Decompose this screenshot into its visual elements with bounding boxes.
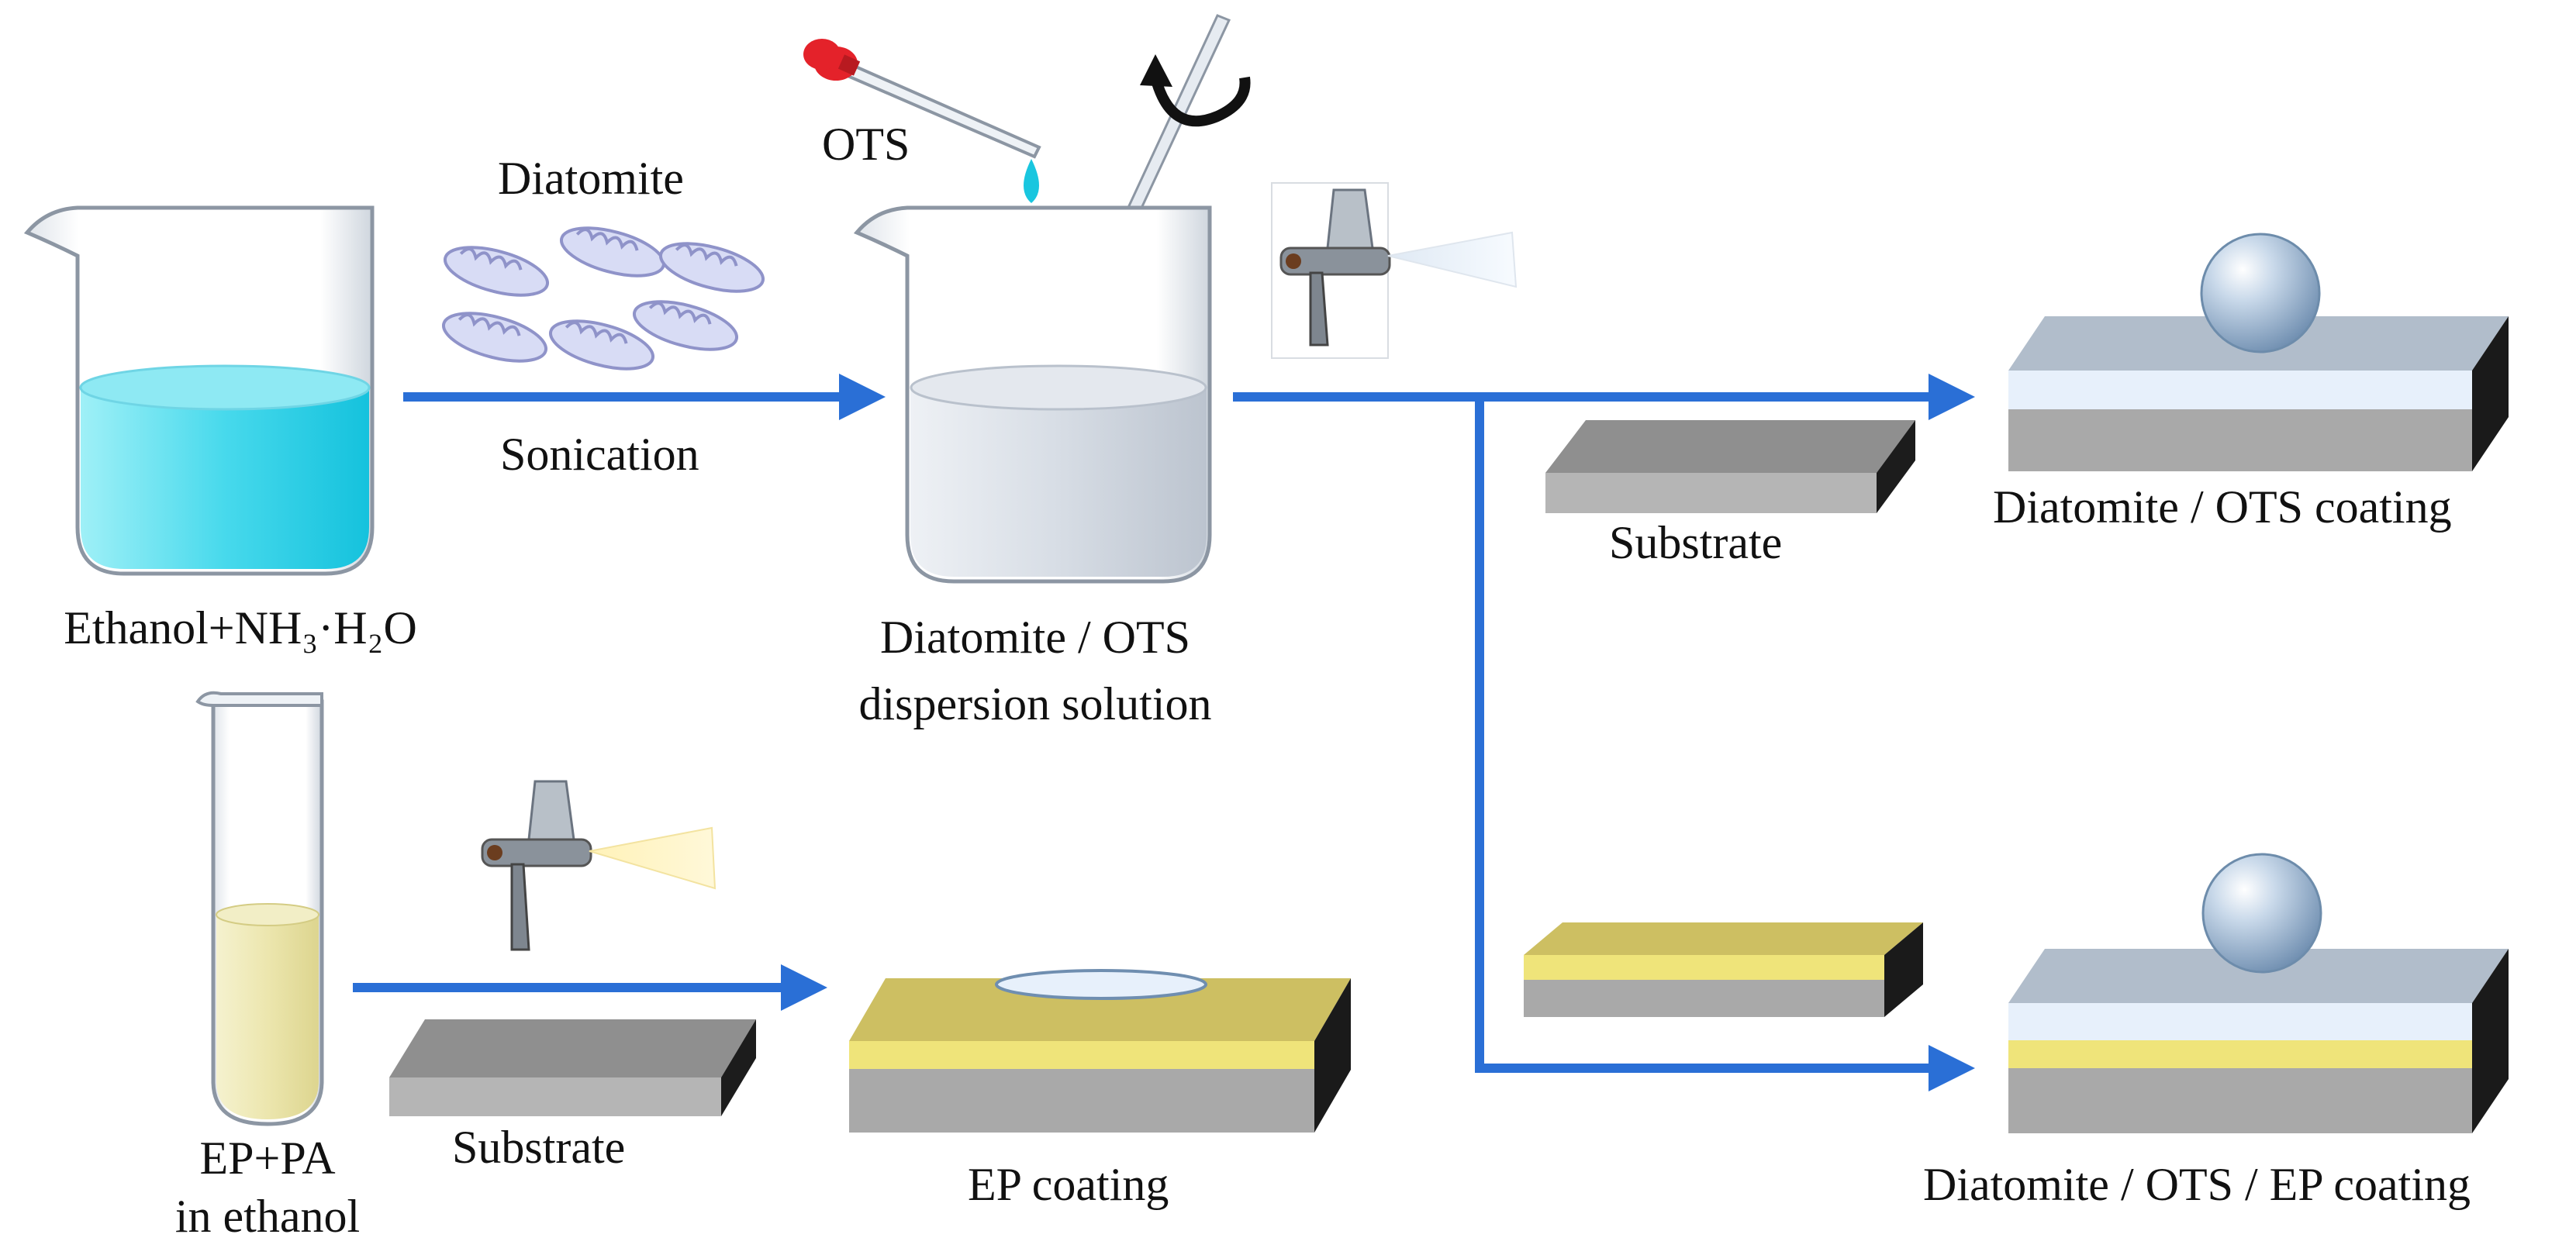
yellow-liquid [216, 915, 319, 1119]
diatomite-label: Diatomite [498, 153, 684, 204]
spray-gun-icon [1271, 182, 1518, 359]
ots-coated-block [2008, 233, 2509, 471]
water-droplet-icon [2200, 233, 2321, 353]
spray-cone [589, 826, 717, 890]
beaker2-label-line2: dispersion solution [858, 678, 1212, 729]
substrate-block-icon [1545, 420, 1915, 513]
ep-coated-block [849, 969, 1351, 1133]
test-tube-icon [195, 691, 324, 1126]
spray-gun-icon [481, 780, 717, 951]
water-droplet-icon [995, 969, 1207, 1000]
substrate-block-icon [389, 1019, 756, 1116]
substrate-top-label: Substrate [1609, 517, 1783, 568]
water-droplet-icon [2201, 853, 2322, 974]
blue-liquid [81, 388, 369, 569]
tube-label-line2: in ethanol [174, 1191, 361, 1242]
ep-coating-label: EP coating [968, 1159, 1169, 1210]
tube-label-line1: EP+PA [199, 1133, 336, 1184]
dispersion-liquid [910, 388, 1207, 577]
rotation-arrow-icon [1140, 54, 1251, 127]
spray-cone [1387, 231, 1518, 288]
beaker-icon [23, 205, 375, 576]
arrow-branch-to-ots-ep-coating [1475, 397, 1975, 1091]
beaker2-label-line1: Diatomite / OTS [880, 612, 1190, 663]
ots-label: OTS [822, 119, 910, 170]
flow-arrows [353, 374, 1975, 1091]
dropper-icon [803, 39, 1041, 159]
sonication-label: Sonication [500, 429, 699, 480]
beaker1-label: Ethanol+NH₃·H₂O [64, 602, 417, 653]
coating-bottom-label: Diatomite / OTS / EP coating [1923, 1159, 2471, 1210]
substrate-bottom-label: Substrate [452, 1122, 626, 1173]
coating-top-label: Diatomite / OTS coating [1993, 481, 2452, 533]
ep-coated-substrate [1524, 922, 1923, 1017]
ots-ep-coated-block [2008, 853, 2509, 1133]
beaker-icon [853, 205, 1212, 584]
diatomite-particle-icon [441, 226, 765, 371]
